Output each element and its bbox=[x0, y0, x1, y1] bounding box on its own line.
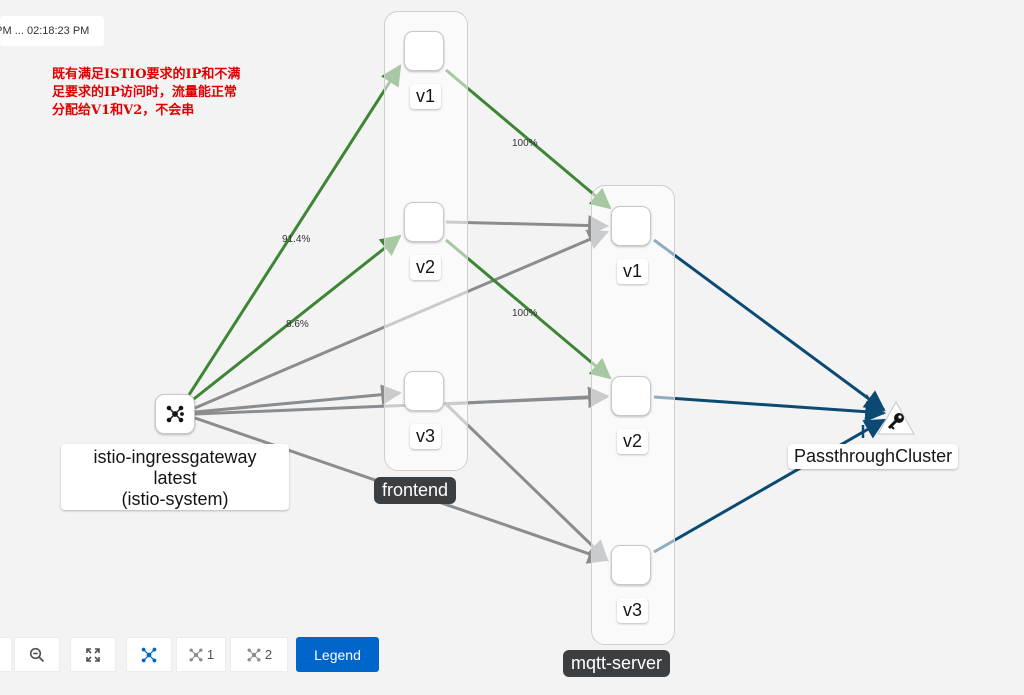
layout-2-label: 2 bbox=[264, 647, 273, 662]
edge-label-gw-frontend-v1: 91.4% bbox=[282, 234, 310, 245]
annotation-note: 既有满足ISTIO要求的IP和不满 足要求的IP访问时，流量能正常 分配给V1和… bbox=[52, 66, 302, 120]
edge-mqtt-v2-to-passthrough[interactable] bbox=[653, 395, 887, 423]
group-label-frontend: frontend bbox=[374, 477, 457, 504]
edge-label-frontend-v2-mqtt-v2: 100% bbox=[512, 308, 538, 319]
layout-1-label: 1 bbox=[206, 647, 215, 662]
fit-to-screen-button[interactable] bbox=[70, 637, 116, 672]
layout-default-button[interactable] bbox=[126, 637, 172, 672]
legend-button[interactable]: Legend bbox=[296, 637, 379, 672]
layout-1-icon bbox=[189, 647, 203, 662]
edge-frontend-v2-to-mqtt-v2[interactable] bbox=[445, 238, 612, 380]
edge-gateway-to-frontend-v2[interactable] bbox=[189, 234, 402, 404]
edge-label-gw-frontend-v2: 8.6% bbox=[286, 319, 309, 330]
edge-gateway-to-frontend-v1[interactable] bbox=[185, 64, 402, 399]
edge-gateway-to-frontend-v3[interactable] bbox=[194, 384, 403, 414]
node-label-frontend-v1: v1 bbox=[410, 84, 442, 109]
zoom-out-icon bbox=[29, 647, 45, 662]
node-label-frontend-v2: v2 bbox=[410, 255, 442, 280]
time-range-badge: 3 PM ... 02:18:23 PM bbox=[0, 16, 104, 46]
key-icon bbox=[877, 400, 915, 435]
edge-frontend-v2-to-mqtt-v1[interactable] bbox=[445, 215, 610, 237]
layout-2-button[interactable]: 2 bbox=[230, 637, 288, 672]
node-mqtt-v2[interactable] bbox=[611, 376, 651, 416]
zoom-out-button[interactable] bbox=[14, 637, 60, 672]
time-range-text: 3 PM ... 02:18:23 PM bbox=[0, 25, 90, 37]
edge-mqtt-v1-to-passthrough[interactable] bbox=[653, 238, 886, 412]
group-label-mqtt-server: mqtt-server bbox=[563, 650, 671, 677]
edge-label-frontend-v1-mqtt-v1: 100% bbox=[512, 138, 538, 149]
edge-mqtt-v3-to-passthrough[interactable] bbox=[653, 418, 886, 554]
node-passthrough-cluster[interactable] bbox=[876, 398, 916, 438]
annotation-line-3: 分配给V1和V2，不会串 bbox=[52, 103, 195, 118]
gateway-icon bbox=[166, 405, 184, 423]
node-label-mqtt-v1: v1 bbox=[617, 259, 649, 284]
layout-2-icon bbox=[247, 647, 261, 662]
toolbar-partial-button[interactable] bbox=[0, 637, 12, 672]
edge-frontend-v3-to-mqtt-v2[interactable] bbox=[445, 386, 610, 408]
node-label-istio-ingressgateway: istio-ingressgateway latest (istio-syste… bbox=[61, 444, 289, 510]
node-frontend-v2[interactable] bbox=[404, 202, 444, 242]
node-istio-ingressgateway[interactable] bbox=[155, 394, 195, 434]
gateway-namespace: (istio-system) bbox=[121, 489, 229, 509]
node-label-mqtt-v3: v3 bbox=[617, 598, 649, 623]
node-label-frontend-v3: v3 bbox=[410, 424, 442, 449]
node-label-mqtt-v2: v2 bbox=[617, 429, 649, 454]
gateway-name: istio-ingressgateway bbox=[93, 447, 257, 467]
gateway-version: latest bbox=[153, 468, 197, 488]
node-frontend-v1[interactable] bbox=[404, 31, 444, 71]
layout-default-icon bbox=[141, 647, 157, 662]
edge-frontend-v1-to-mqtt-v1[interactable] bbox=[445, 68, 612, 210]
edge-frontend-v3-to-mqtt-v3[interactable] bbox=[444, 402, 609, 562]
node-label-passthrough-cluster: PassthroughCluster bbox=[788, 444, 959, 469]
annotation-line-2: 足要求的IP访问时，流量能正常 bbox=[52, 85, 237, 100]
annotation-line-1: 既有满足ISTIO要求的IP和不满 bbox=[52, 67, 241, 82]
fit-to-screen-icon bbox=[86, 647, 100, 662]
node-frontend-v3[interactable] bbox=[404, 371, 444, 411]
layout-1-button[interactable]: 1 bbox=[176, 637, 226, 672]
edge-lock-marks bbox=[861, 394, 874, 438]
node-mqtt-v3[interactable] bbox=[611, 545, 651, 585]
node-mqtt-v1[interactable] bbox=[611, 206, 651, 246]
